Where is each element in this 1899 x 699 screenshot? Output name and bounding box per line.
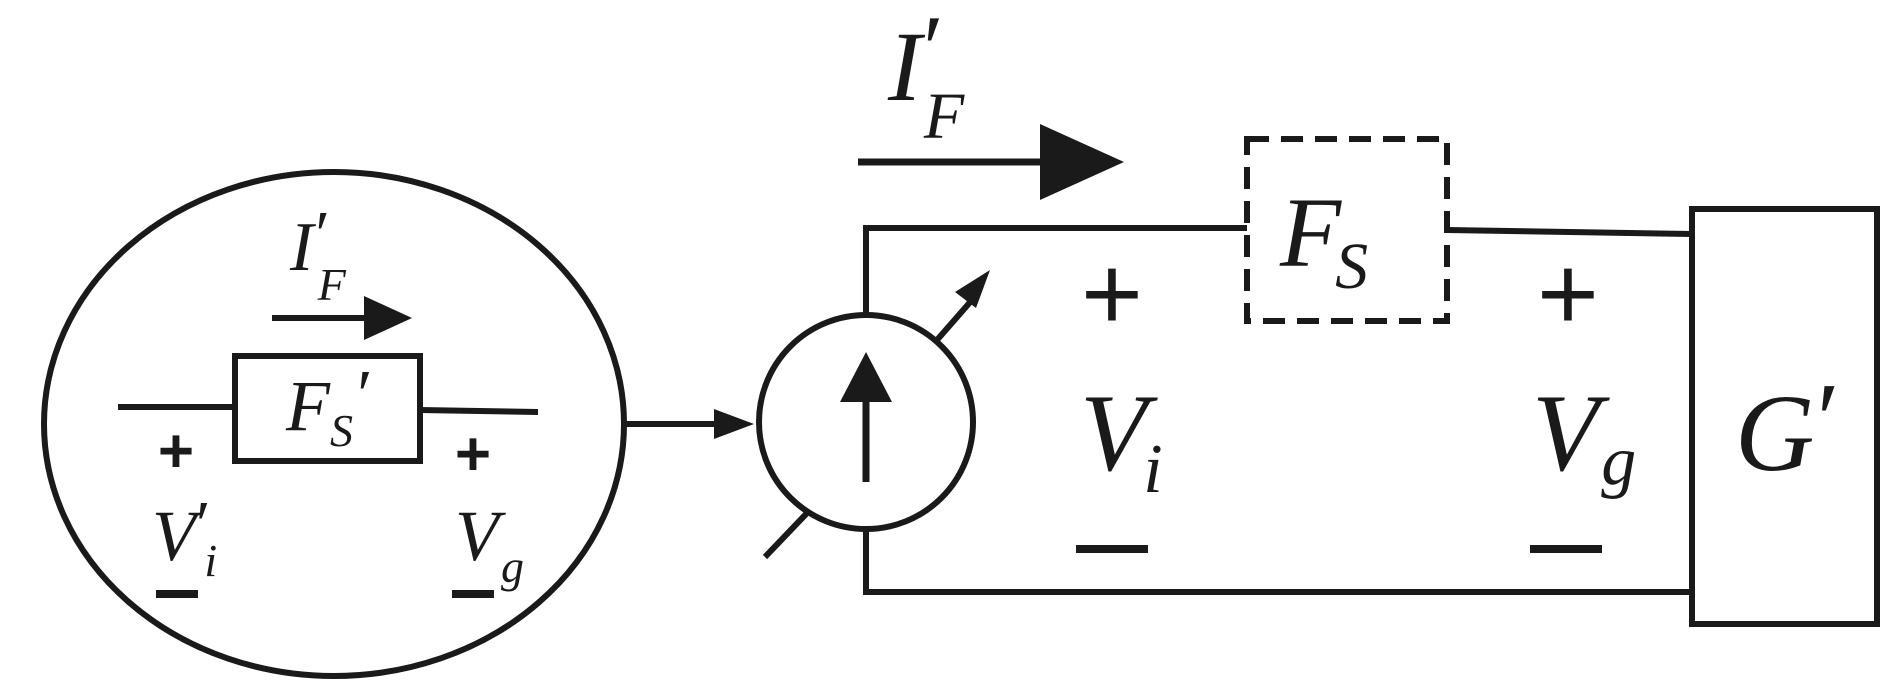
bottom-wire [863, 529, 1692, 595]
inset-vin-label: V′i [152, 488, 217, 586]
main-circuit: FS I′F + Vi + Vg G′ [756, 0, 1880, 627]
grid-block [1689, 206, 1880, 627]
inset-vg-label: Vg [455, 496, 524, 592]
inset-current-arrow-head-icon [364, 296, 412, 340]
inset-left-plus: + [158, 417, 194, 486]
vg-plus: + [1537, 235, 1599, 353]
inset-right-plus: + [455, 420, 491, 489]
filter-block-label: FS [1279, 177, 1368, 303]
inset-right-wire [419, 407, 539, 415]
controlled-current-source-icon [756, 270, 990, 560]
top-left-wire [863, 225, 1247, 315]
vi-label: Vi [1080, 372, 1163, 508]
inset-ellipse [41, 169, 627, 679]
inset-current-label: I′F [289, 198, 347, 310]
main-current-label: I′F [887, 0, 965, 153]
inset-block-label: FS′ [285, 357, 370, 456]
inset-block [232, 353, 423, 464]
filter-block [1244, 136, 1450, 324]
inset-to-source-arrow-head-icon [714, 409, 754, 439]
inset-to-source-arrow [626, 409, 754, 439]
main-current-arrow-head-icon [1040, 124, 1124, 200]
vi-plus: + [1081, 235, 1143, 353]
vg-label: Vg [1532, 372, 1636, 500]
top-right-wire [1446, 227, 1693, 237]
grid-block-label: G′ [1735, 362, 1835, 494]
inset-equivalent: FS′ I′F + V′i + Vg [41, 169, 627, 679]
